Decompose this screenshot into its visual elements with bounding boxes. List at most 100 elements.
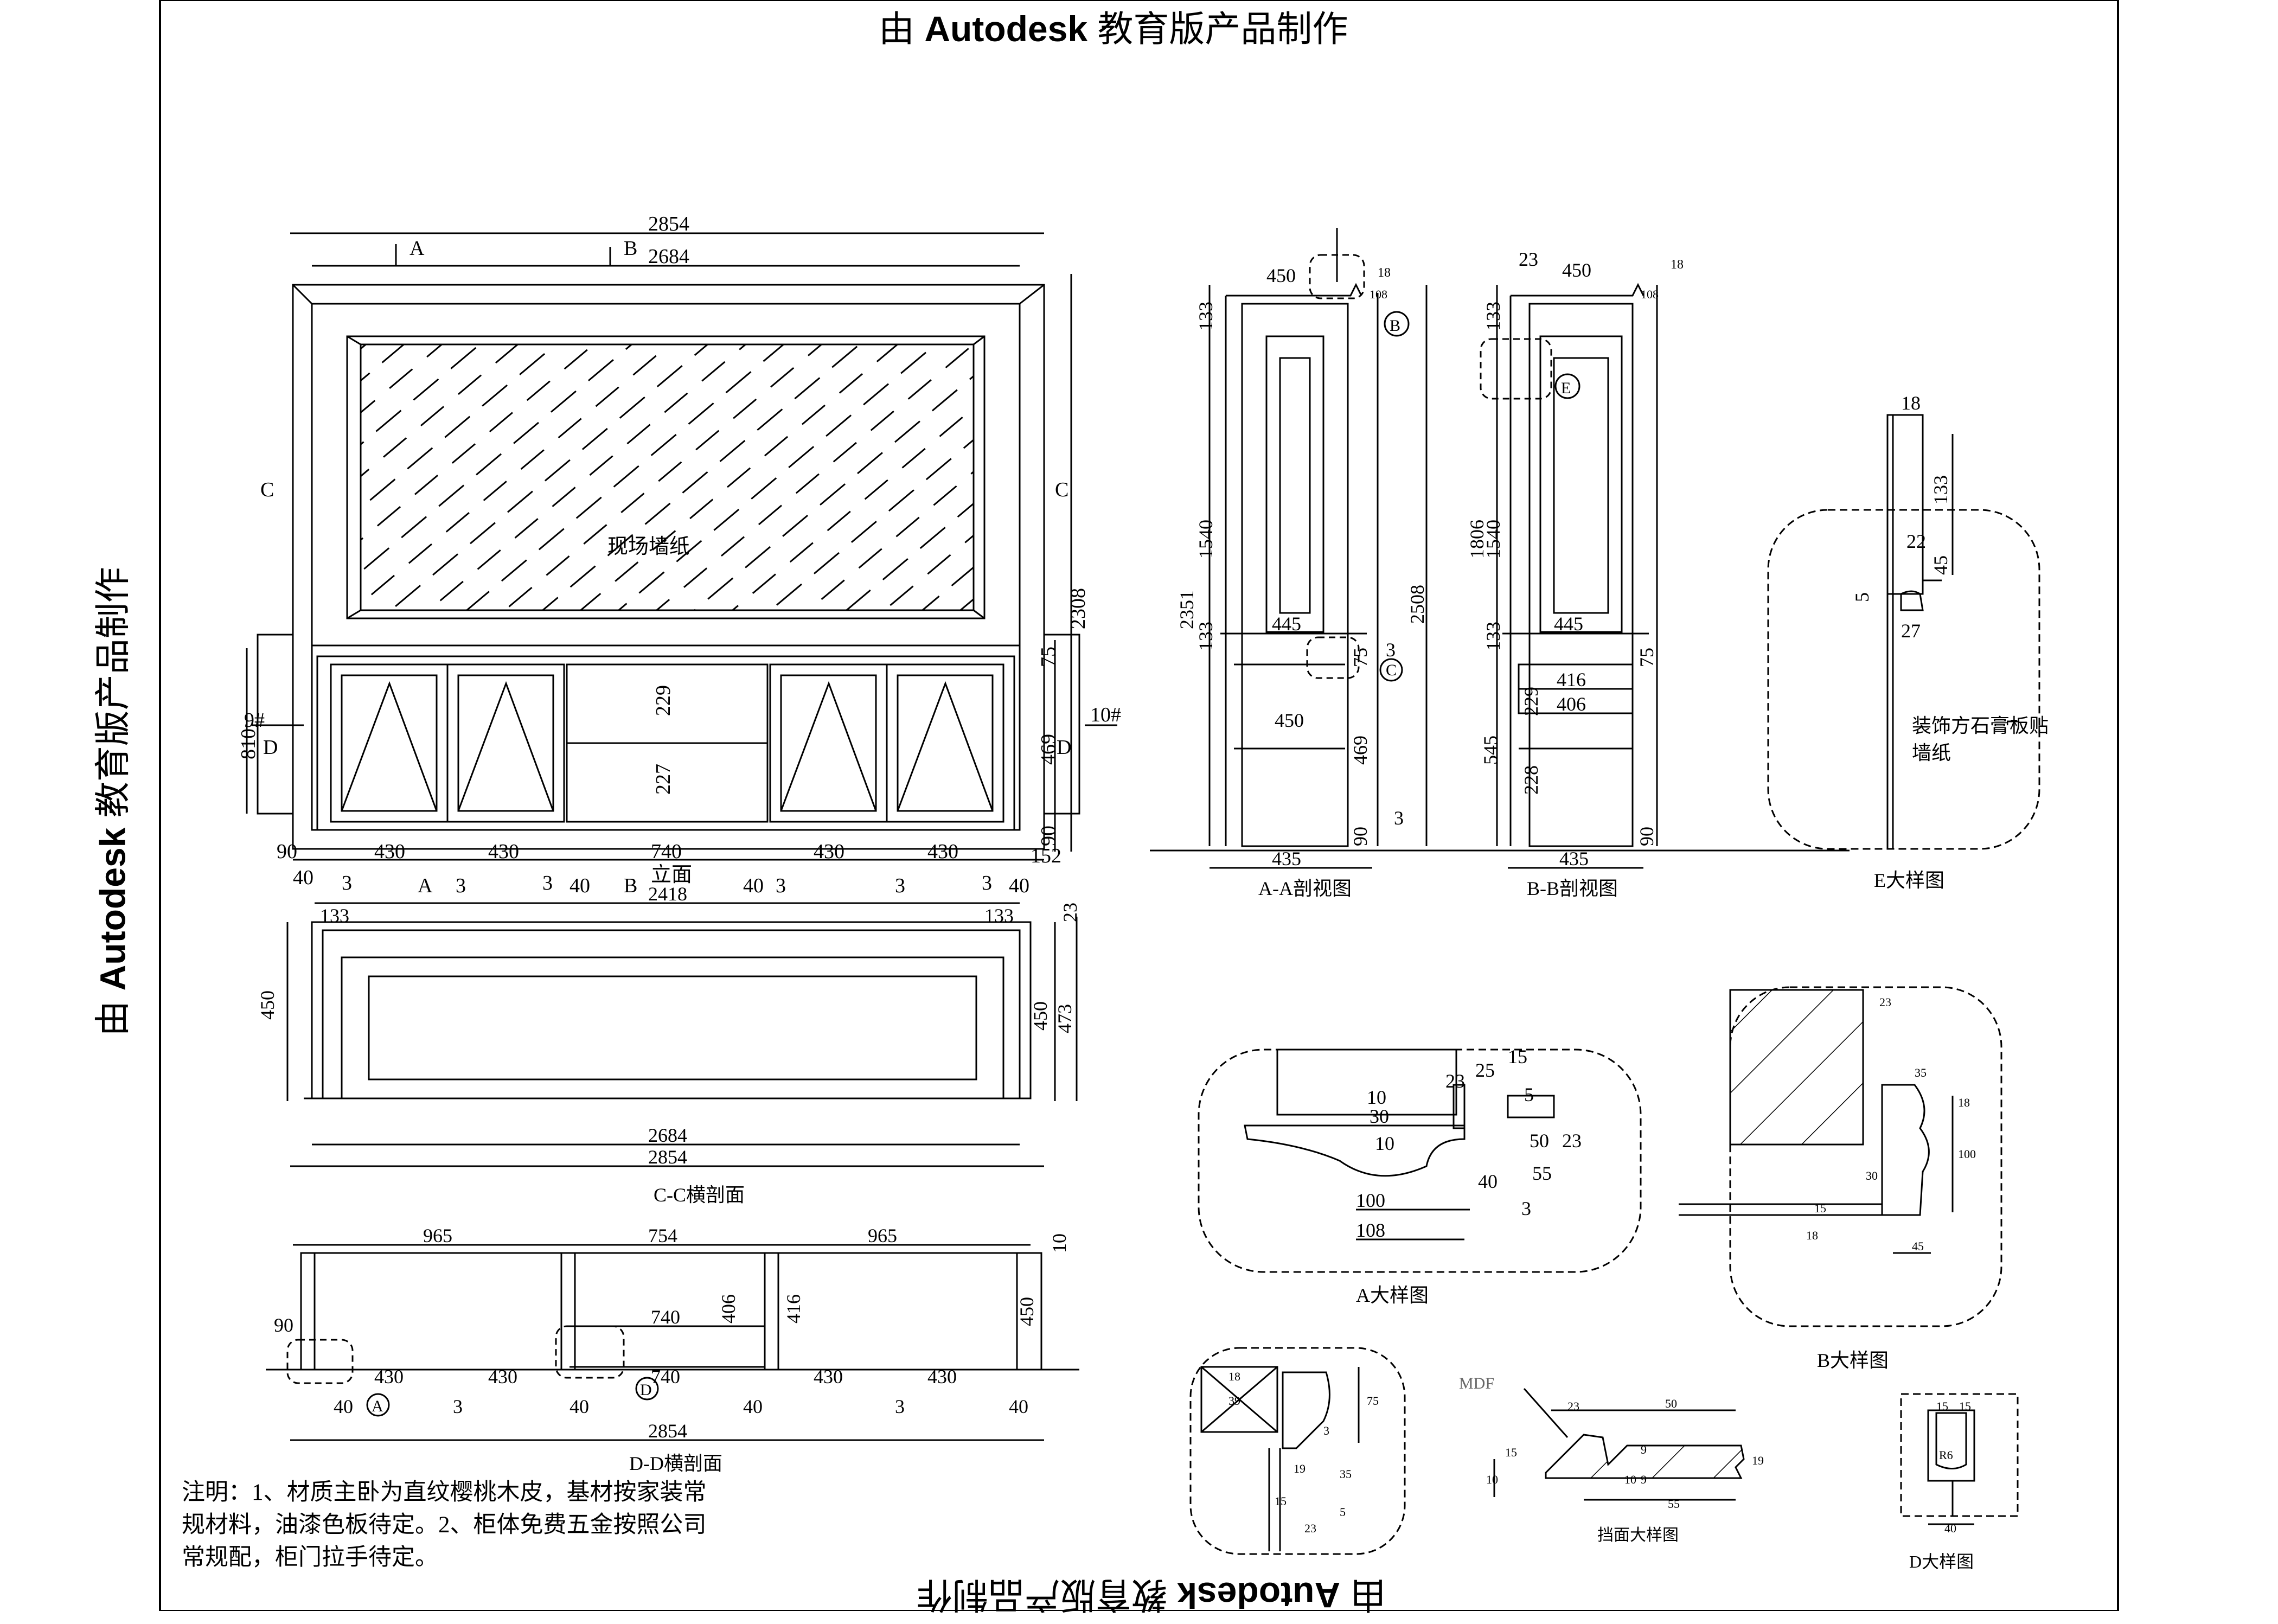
a-dim-5: 5 xyxy=(1524,1084,1534,1105)
b-dim-30: 30 xyxy=(1866,1169,1878,1182)
e-title: E大样图 xyxy=(1874,869,1944,891)
dim-3-4: 3 xyxy=(776,874,786,897)
aa-dim-450: 450 xyxy=(1266,265,1296,286)
bb-dim-435: 435 xyxy=(1559,848,1589,869)
profile-title: 挡面大样图 xyxy=(1597,1526,1679,1544)
drawing-notes: 注明：1、材质主卧为直纹樱桃木皮，基材按家装常规材料，油漆色板待定。2、柜体免费… xyxy=(182,1480,707,1570)
c-dim-35: 35 xyxy=(1340,1467,1352,1481)
dd-dim-430-1: 430 xyxy=(374,1366,404,1388)
dd-callout-a: A xyxy=(372,1397,383,1415)
dim-3-1: 3 xyxy=(342,872,352,894)
d-dim-40: 40 xyxy=(1944,1521,1956,1535)
a-dim-55: 55 xyxy=(1532,1162,1552,1184)
dd-dim-10: 10 xyxy=(1048,1233,1070,1253)
cc-dim-23: 23 xyxy=(1059,903,1081,922)
bb-dim-1540: 1540 xyxy=(1482,520,1504,559)
dd-dim-965-right: 965 xyxy=(868,1225,897,1246)
bb-dim-90: 90 xyxy=(1636,827,1658,846)
profile-dim-50: 50 xyxy=(1665,1397,1677,1410)
marker-c-left: C xyxy=(260,478,274,501)
profile-dim-55: 55 xyxy=(1668,1497,1680,1511)
e-dim-18: 18 xyxy=(1901,392,1921,414)
dim-229: 229 xyxy=(652,685,675,716)
profile-dim-10a: 10 xyxy=(1486,1473,1498,1486)
detail-a-labels: 15 25 23 5 10 30 10 50 23 55 40 3 100 10… xyxy=(1356,1046,1582,1306)
d-dim-r6: R6 xyxy=(1939,1448,1953,1462)
e-dim-5: 5 xyxy=(1851,592,1873,602)
dd-title: D-D横剖面 xyxy=(629,1453,722,1474)
bb-title: B-B剖视图 xyxy=(1527,878,1618,899)
a-dim-25: 25 xyxy=(1475,1059,1495,1081)
bb-dim-545: 545 xyxy=(1480,736,1501,765)
profile-dim-9a: 9 xyxy=(1641,1443,1647,1456)
detail-e-labels: 18 133 22 45 5 27 装饰方石膏板贴 墙纸 E大样图 xyxy=(1851,392,2049,891)
dim-40-3: 40 xyxy=(743,874,764,897)
dd-dim-965-left: 965 xyxy=(423,1225,452,1246)
cc-dim-2684: 2684 xyxy=(648,1124,687,1146)
dim-3-5: 3 xyxy=(895,874,905,897)
dd-dim-40-1: 40 xyxy=(334,1396,353,1417)
dd-dim-90: 90 xyxy=(274,1314,293,1336)
aa-dim-18: 18 xyxy=(1378,266,1391,280)
profile-dim-23: 23 xyxy=(1567,1399,1579,1413)
detail-profile-labels: MDF 23 50 15 9 19 10 10 9 55 挡面大样图 xyxy=(1459,1374,1764,1544)
bb-dim-75: 75 xyxy=(1636,648,1658,667)
section-bb-drawing xyxy=(1480,283,1658,869)
tag-left: 9# xyxy=(244,709,265,732)
dd-dim-3-1: 3 xyxy=(453,1396,463,1417)
dd-callout-d: D xyxy=(640,1381,652,1399)
section-dd-labels: 965 754 965 10 90 740 406 416 450 740 43… xyxy=(274,1225,1070,1474)
d-title: D大样图 xyxy=(1909,1552,1974,1571)
dim-40-4: 40 xyxy=(1009,874,1029,897)
bb-dim-133-bottom: 133 xyxy=(1482,622,1504,651)
marker-a-top: A xyxy=(409,237,425,260)
c-dim-39: 39 xyxy=(1228,1394,1240,1408)
dd-dim-740-bottom: 740 xyxy=(651,1366,680,1388)
bb-dim-23: 23 xyxy=(1519,248,1538,270)
aa-callout-c: C xyxy=(1386,661,1397,679)
dim-3-2: 3 xyxy=(456,874,466,897)
dim-40-2: 40 xyxy=(570,874,590,897)
section-bb-labels: 23 450 18 108 E 133 1806 1540 133 445 75… xyxy=(1466,248,1684,899)
dim-90-left: 90 xyxy=(277,840,297,863)
dim-40-1: 40 xyxy=(293,866,313,889)
detail-d-labels: 15 15 R6 40 D大样图 xyxy=(1909,1399,1974,1571)
dd-dim-450: 450 xyxy=(1016,1297,1038,1326)
b-title: B大样图 xyxy=(1817,1350,1889,1371)
bb-dim-18: 18 xyxy=(1671,258,1684,272)
e-dim-133: 133 xyxy=(1930,475,1951,504)
sheet-border xyxy=(159,0,2119,1611)
marker-b-top: B xyxy=(624,237,637,260)
detail-d-drawing xyxy=(1900,1393,2019,1525)
cc-dim-450-left: 450 xyxy=(257,990,278,1020)
dd-dim-2854: 2854 xyxy=(648,1420,687,1442)
aa-title: A-A剖视图 xyxy=(1258,878,1352,899)
c-dim-3: 3 xyxy=(1323,1424,1329,1437)
dd-dim-3-2: 3 xyxy=(895,1396,905,1417)
section-aa-labels: 450 18 108 B 133 1540 2351 2508 133 445 … xyxy=(1176,265,1428,899)
section-dd-drawing xyxy=(266,1244,1079,1441)
e-dim-45: 45 xyxy=(1930,555,1951,575)
e-label-line1: 装饰方石膏板贴 xyxy=(1912,715,2049,737)
dd-dim-430-2: 430 xyxy=(488,1366,517,1388)
dd-dim-430-4: 430 xyxy=(927,1366,957,1388)
dd-dim-40-4: 40 xyxy=(1009,1396,1028,1417)
dim-430-3: 430 xyxy=(814,840,844,863)
d-dim-15b: 15 xyxy=(1959,1399,1971,1413)
c-dim-19: 19 xyxy=(1294,1462,1306,1475)
bb-dim-229: 229 xyxy=(1520,687,1542,716)
a-dim-10-b: 10 xyxy=(1375,1133,1394,1154)
c-dim-18a: 18 xyxy=(1228,1370,1240,1383)
marker-a-bottom: A xyxy=(418,874,433,897)
a-dim-30: 30 xyxy=(1370,1105,1389,1127)
dd-dim-740-top: 740 xyxy=(651,1306,680,1328)
elevation-title: 立面 xyxy=(651,864,692,886)
bb-callout-e: E xyxy=(1561,379,1571,397)
section-aa-drawing xyxy=(1150,228,1850,869)
b-dim-23: 23 xyxy=(1879,995,1891,1009)
aa-dim-133-top: 133 xyxy=(1195,302,1217,331)
profile-material: MDF xyxy=(1459,1374,1494,1392)
aa-dim-3b: 3 xyxy=(1394,807,1404,829)
dim-469: 469 xyxy=(1037,734,1060,765)
